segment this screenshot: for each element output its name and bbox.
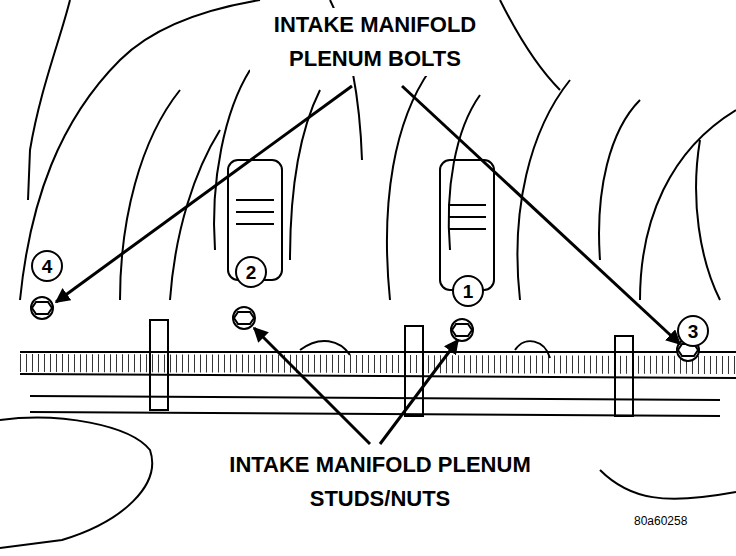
figure-number: 80a60258 (632, 514, 689, 528)
callout-number: 1 (452, 275, 484, 307)
fastener-symbols (31, 297, 699, 361)
callout-number: 2 (235, 256, 267, 288)
leader-arrow (402, 86, 680, 344)
leader-arrow (254, 328, 370, 444)
body-outline (0, 418, 736, 548)
manifold-runners (20, 0, 736, 300)
part-label: INTAKE MANIFOLD PLENUM BOLTS (250, 8, 500, 76)
fuel-rail-harness (20, 320, 736, 416)
leader-arrow (380, 340, 458, 444)
leader-arrows (56, 86, 680, 444)
part-label: INTAKE MANIFOLD PLENUM STUDS/NUTS (225, 448, 535, 516)
callout-number: 3 (677, 315, 709, 347)
callout-number: 4 (31, 250, 63, 282)
leader-arrow (56, 86, 352, 302)
